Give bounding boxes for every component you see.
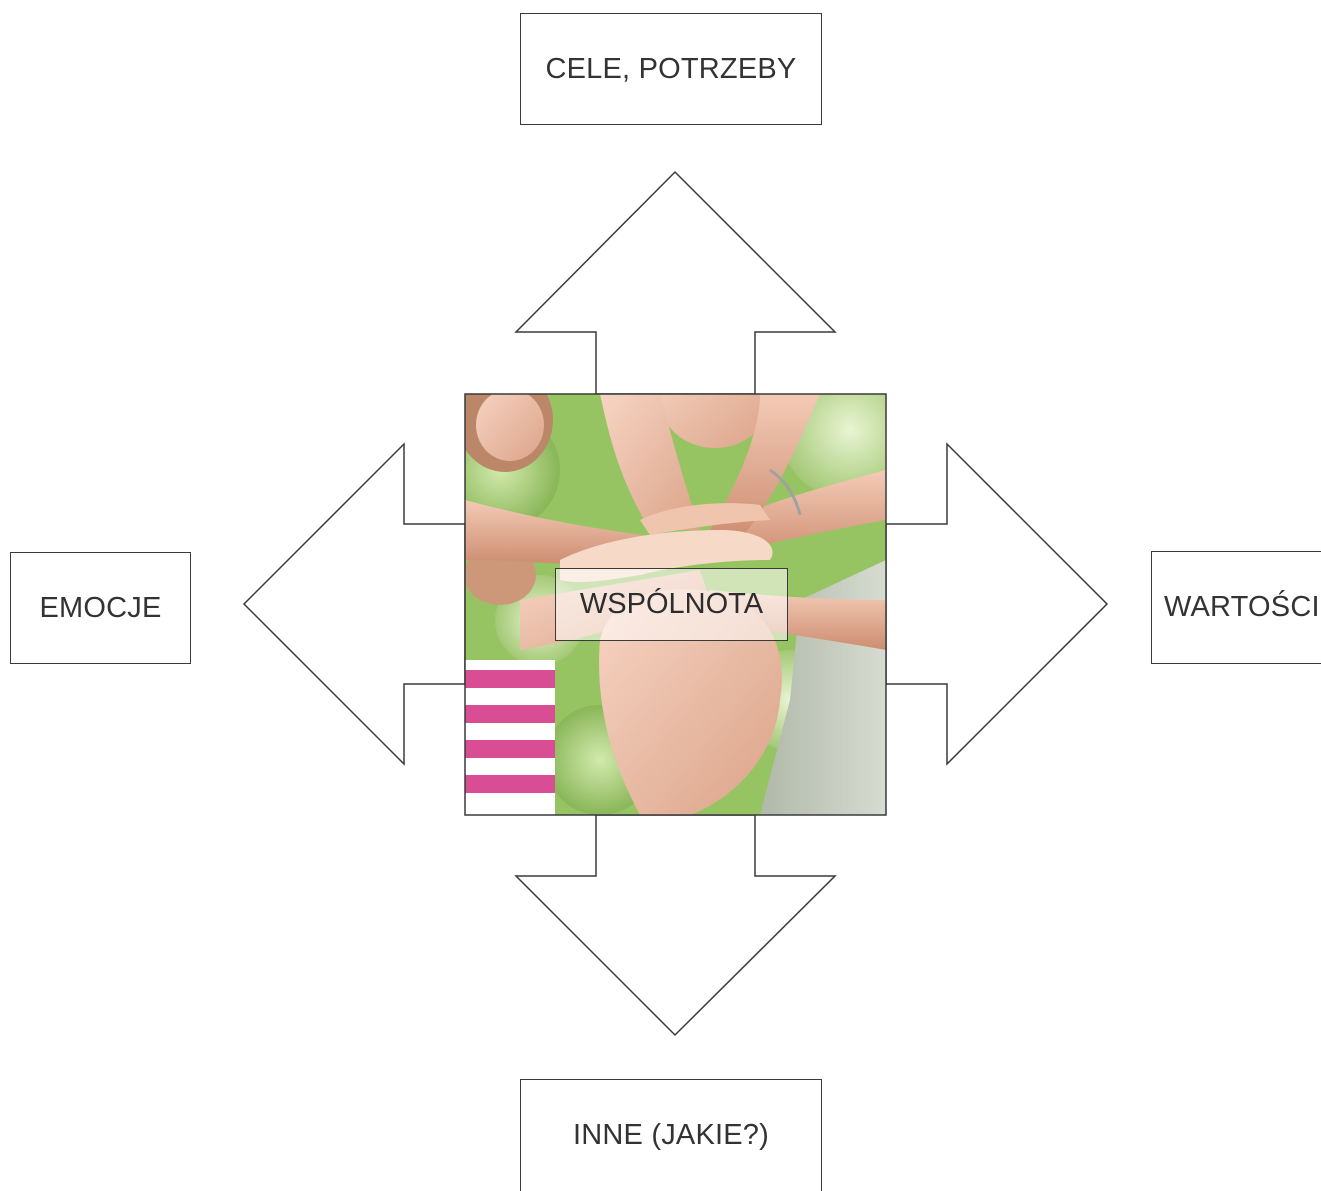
arrow-left bbox=[242, 442, 466, 766]
label-community: WSPÓLNOTA bbox=[555, 568, 788, 641]
label-goals-needs: CELE, POTRZEBY bbox=[520, 13, 822, 125]
arrow-down bbox=[514, 814, 837, 1037]
arrow-up bbox=[514, 170, 837, 395]
label-emotions: EMOCJE bbox=[10, 552, 191, 664]
label-community-text: WSPÓLNOTA bbox=[579, 588, 764, 620]
label-other: INNE (JAKIE?) bbox=[520, 1079, 822, 1191]
label-values-text: WARTOŚCI bbox=[1164, 591, 1320, 623]
label-goals-needs-text: CELE, POTRZEBY bbox=[545, 52, 797, 85]
photo-frame bbox=[464, 393, 887, 816]
label-emotions-text: EMOCJE bbox=[39, 591, 162, 624]
stacked-hands-photo bbox=[465, 394, 886, 815]
arrow-right bbox=[885, 442, 1109, 766]
label-other-text: INNE (JAKIE?) bbox=[573, 1119, 769, 1151]
label-values: WARTOŚCI bbox=[1151, 551, 1321, 664]
